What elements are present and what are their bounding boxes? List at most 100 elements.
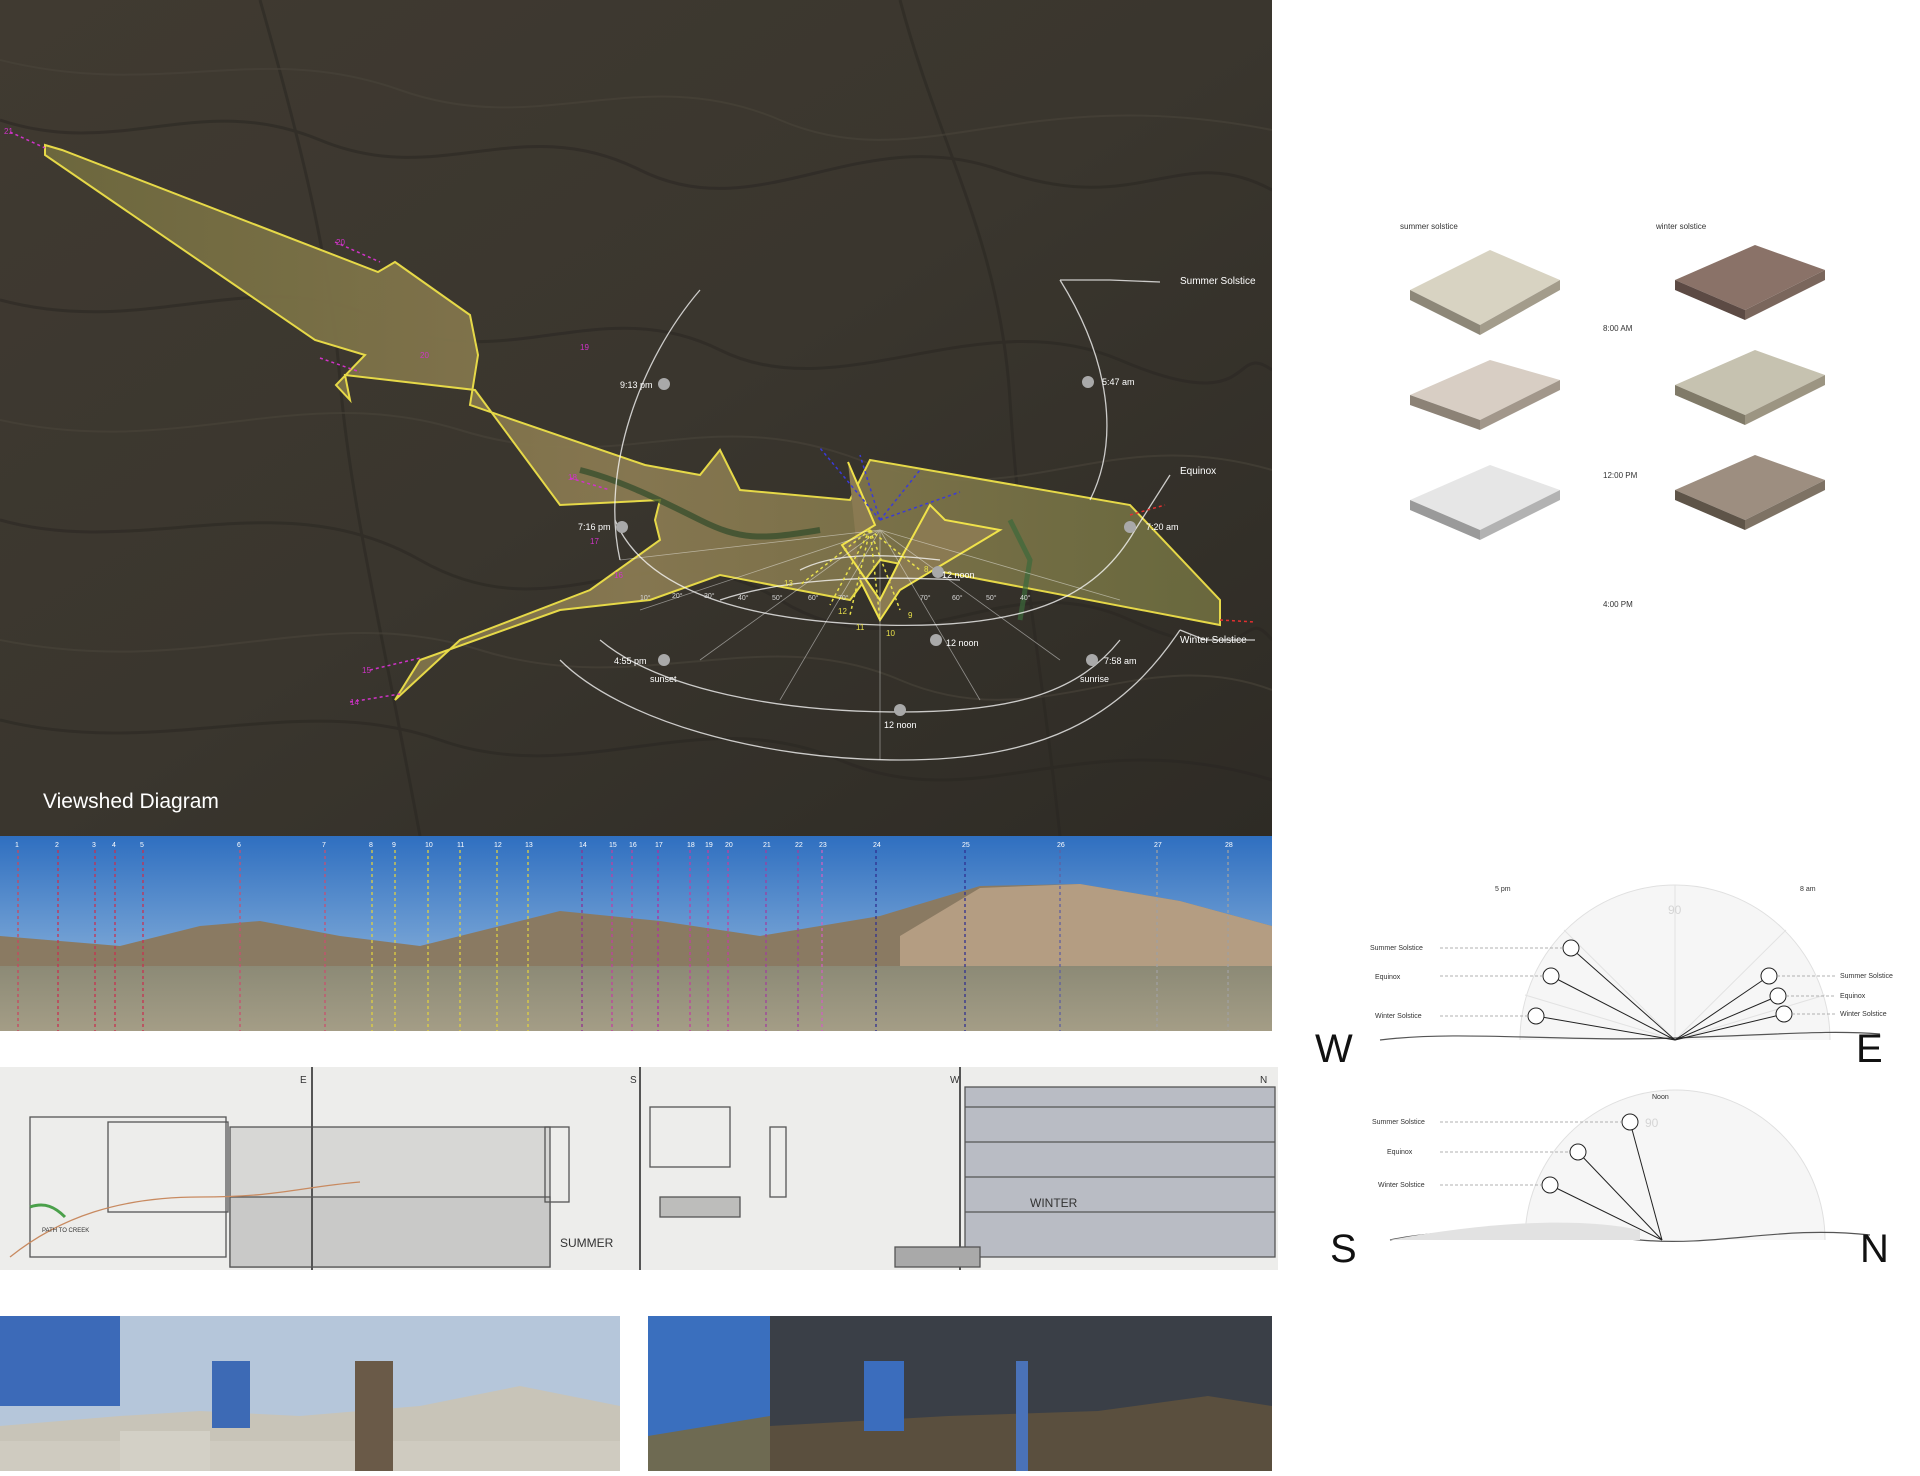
leader-lines-sn [1440, 1121, 1622, 1186]
sketch-label: W [950, 1075, 960, 1086]
label: Winter Solstice [1378, 1182, 1425, 1189]
panorama-marker-number: 8 [369, 842, 373, 849]
panorama-marker-number: 13 [525, 842, 533, 849]
sketch-note: PATH TO CREEK [42, 1228, 89, 1234]
sun-dot-noon-equinox [930, 634, 942, 646]
panorama-marker-number: 18 [687, 842, 695, 849]
render-day [0, 1316, 620, 1471]
time-label: 4:55 pm [614, 656, 647, 666]
section-sketch: E S W N SUMMER WINTER PATH TO CREEK [0, 1067, 1278, 1270]
sun-positions-we [1527, 939, 1793, 1041]
sun-dot-winter-pm [658, 654, 670, 666]
view-number: 16 [614, 571, 623, 580]
viewshed-diagram: 9:13 pm 5:47 am 7:16 pm 7:20 am 12 noon … [0, 0, 1274, 837]
sketch-lines [9, 1067, 1276, 1270]
panorama-marker-number: 15 [609, 842, 617, 849]
sun-dots [616, 376, 1136, 716]
panorama-marker-number: 25 [962, 842, 970, 849]
time-label: Noon [1652, 1094, 1669, 1101]
terrain-row-4pm [1410, 455, 1825, 540]
west-label: W [1315, 1027, 1353, 1071]
viewshed-title: Viewshed Diagram [43, 790, 219, 813]
arc-summer-west [614, 289, 701, 561]
panorama-marker-number: 10 [425, 842, 433, 849]
label: Equinox [1387, 1149, 1413, 1156]
radial-lines [619, 529, 1121, 760]
sun-dot-summer-pm [658, 378, 670, 390]
summer-solstice-label: Summer Solstice [1180, 276, 1256, 287]
degree-label: 50° [986, 594, 997, 602]
view-numbers-yellow: 8 9 10 11 12 13 [784, 565, 929, 638]
scale-label: 90 [1668, 903, 1682, 917]
sketch-annotation: SUMMER [560, 1236, 614, 1250]
protractor-sn-labels: Noon Summer Solstice Equinox Winter Sols… [1372, 1094, 1669, 1189]
sketch-label: E [300, 1075, 307, 1086]
panorama-marker-number: 9 [392, 842, 396, 849]
sun-dot-noon-winter [894, 704, 906, 716]
winter-solstice-label: Winter Solstice [1180, 635, 1247, 646]
time-label: 7:58 am [1104, 656, 1137, 666]
time-label: 8 am [1800, 886, 1816, 893]
sunrise-label: sunrise [1080, 674, 1109, 684]
degree-label: 60° [952, 594, 963, 602]
view-number: 18 [568, 473, 577, 482]
sketch-labels: E S W N SUMMER WINTER PATH TO CREEK [42, 1075, 1267, 1250]
leader-lines-we [1440, 947, 1835, 1017]
summer-leader [1060, 279, 1161, 283]
panorama-marker-number: 26 [1057, 842, 1065, 849]
degree-label: 30° [704, 592, 715, 600]
time-label: 5 pm [1495, 886, 1511, 893]
protractor-we-svg: 90 5 pm 8 am Summer Solstice Equinox Win… [1370, 884, 1893, 1041]
time-label: 5:47 am [1102, 377, 1135, 387]
degree-label: 70° [838, 594, 849, 602]
sun-dot-summer-am [1082, 376, 1094, 388]
view-number: 15 [362, 666, 371, 675]
view-number: 21 [4, 127, 13, 136]
view-lines-magenta [9, 131, 611, 703]
time-label: 9:13 pm [620, 380, 653, 390]
left-label: Winter Solstice [1375, 1013, 1422, 1020]
panorama-marker-number: 24 [873, 842, 881, 849]
sketch-annotation: WINTER [1030, 1196, 1078, 1210]
panorama-marker-number: 23 [819, 842, 827, 849]
time-label: 12 noon [946, 638, 979, 648]
view-number: 19 [580, 343, 589, 352]
view-number: 10 [886, 629, 895, 638]
degree-label: 40° [1020, 594, 1031, 602]
panorama-marker-number: 16 [629, 842, 637, 849]
view-number: 11 [856, 623, 865, 632]
sun-dot-winter-am [1086, 654, 1098, 666]
sketch-svg: E S W N SUMMER WINTER PATH TO CREEK [0, 1067, 1278, 1270]
panorama-marker-number: 20 [725, 842, 733, 849]
panorama-marker-number: 28 [1225, 842, 1233, 849]
render-night [648, 1316, 1272, 1471]
terrain-ridges-light [0, 59, 1273, 701]
panorama-marker-number: 14 [579, 842, 587, 849]
label: Summer Solstice [1372, 1119, 1425, 1126]
terrain-background [0, 0, 1272, 836]
panorama-marker-number: 4 [112, 842, 116, 849]
degree-label: 40° [738, 594, 749, 602]
protractor-we-labels: 5 pm 8 am Summer Solstice Equinox Winter… [1370, 886, 1893, 1020]
time-label: 12 noon [884, 720, 917, 730]
protractor-sn-svg: 90 Noon Summer Solstice Equinox Winter S… [1372, 1089, 1871, 1242]
terrain-time: 8:00 AM [1603, 324, 1633, 333]
terrain-time: 4:00 PM [1603, 600, 1633, 609]
panorama-marker-number: 27 [1154, 842, 1162, 849]
equinox-leader [1134, 474, 1171, 531]
sunset-label: sunset [650, 674, 677, 684]
panorama-marker-number: 22 [795, 842, 803, 849]
site-center [840, 461, 1003, 622]
right-label: Equinox [1840, 993, 1866, 1000]
terrain-svg: summer solstice winter solstice 8:00 [1400, 222, 1825, 609]
north-label: N [1860, 1227, 1889, 1271]
left-label: Equinox [1375, 974, 1401, 981]
protractor-ticks [1524, 885, 1826, 1041]
terrain-col-label: summer solstice [1400, 222, 1458, 231]
south-label: S [1330, 1227, 1357, 1271]
view-number: 17 [590, 537, 599, 546]
protractor-south-north: 90 Noon Summer Solstice Equinox Winter S… [1310, 1075, 1910, 1275]
view-lines-red [1129, 504, 1256, 623]
